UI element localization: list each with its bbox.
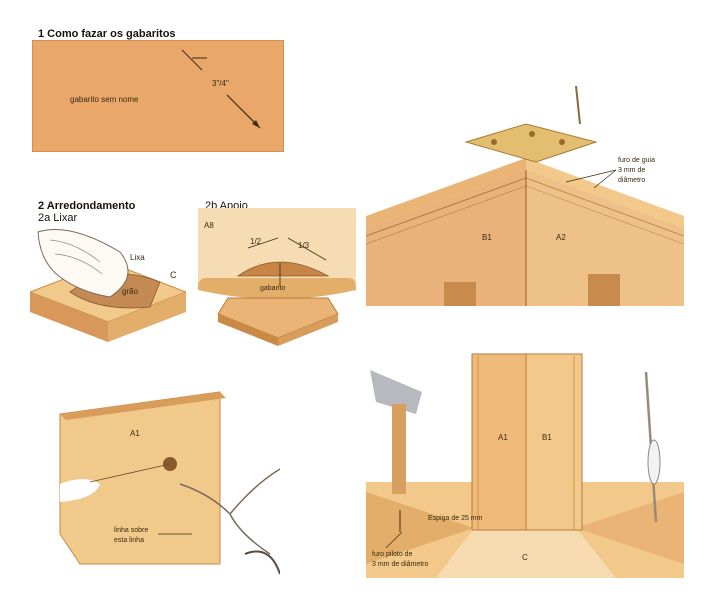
panel2a-label-a: Lixa <box>130 253 145 262</box>
panel1-title: 1 Como fazar os gabaritos <box>38 28 176 40</box>
panel4-label-b: linha sobre <box>114 527 148 534</box>
panel2b-illustration: A8 1/2 1/3 gabarito <box>198 208 356 348</box>
panel2b-label-d: gabarito <box>260 285 285 292</box>
panel5-label-b: B1 <box>542 433 552 442</box>
panel5-label-e: furo piloto de <box>372 551 413 558</box>
panel1-label-a: gabarito sem nome <box>70 95 139 104</box>
panel4-label-a: A1 <box>130 429 140 438</box>
panel3-label-d: 3 mm de <box>618 167 645 174</box>
panel1-board: gabarito sem nome 3"/4" <box>32 40 284 152</box>
panel5-label-c: C <box>522 553 528 562</box>
panel3-illustration: B1 A2 furo de guia 3 mm de diâmetro <box>366 84 684 306</box>
panel2b-label-a: A8 <box>204 221 214 230</box>
panel3-label-c: furo de guia <box>618 157 655 164</box>
panel2a-label-b: C <box>170 270 177 280</box>
panel5-label-a: A1 <box>498 433 508 442</box>
panel4-label-c: esta linha <box>114 537 144 544</box>
panel2a-illustration: Lixa C grão <box>30 222 186 346</box>
panel3-label-b: A2 <box>556 233 566 242</box>
panel2a-title: 2 Arredondamento 2a Lixar <box>38 200 135 224</box>
panel2a-title-text: 2 Arredondamento <box>38 200 136 212</box>
panel5-label-f: 3 mm de diâmetro <box>372 561 429 568</box>
panel2a-subtitle: 2a Lixar <box>38 212 78 224</box>
panel1-label-b: 3"/4" <box>212 79 229 88</box>
panel5-label-d: Espiga de 25 mm <box>428 515 483 522</box>
panel3-label-a: B1 <box>482 233 492 242</box>
panel2a-label-c: grão <box>122 287 139 296</box>
panel5-illustration: A1 B1 C Espiga de 25 mm furo piloto de 3… <box>366 342 684 578</box>
panel2b-label-c: 1/3 <box>298 241 310 250</box>
panel3-label-e: diâmetro <box>618 177 645 184</box>
panel4-illustration: A1 linha sobre esta linha <box>40 384 280 584</box>
panel2b-label-b: 1/2 <box>250 237 262 246</box>
